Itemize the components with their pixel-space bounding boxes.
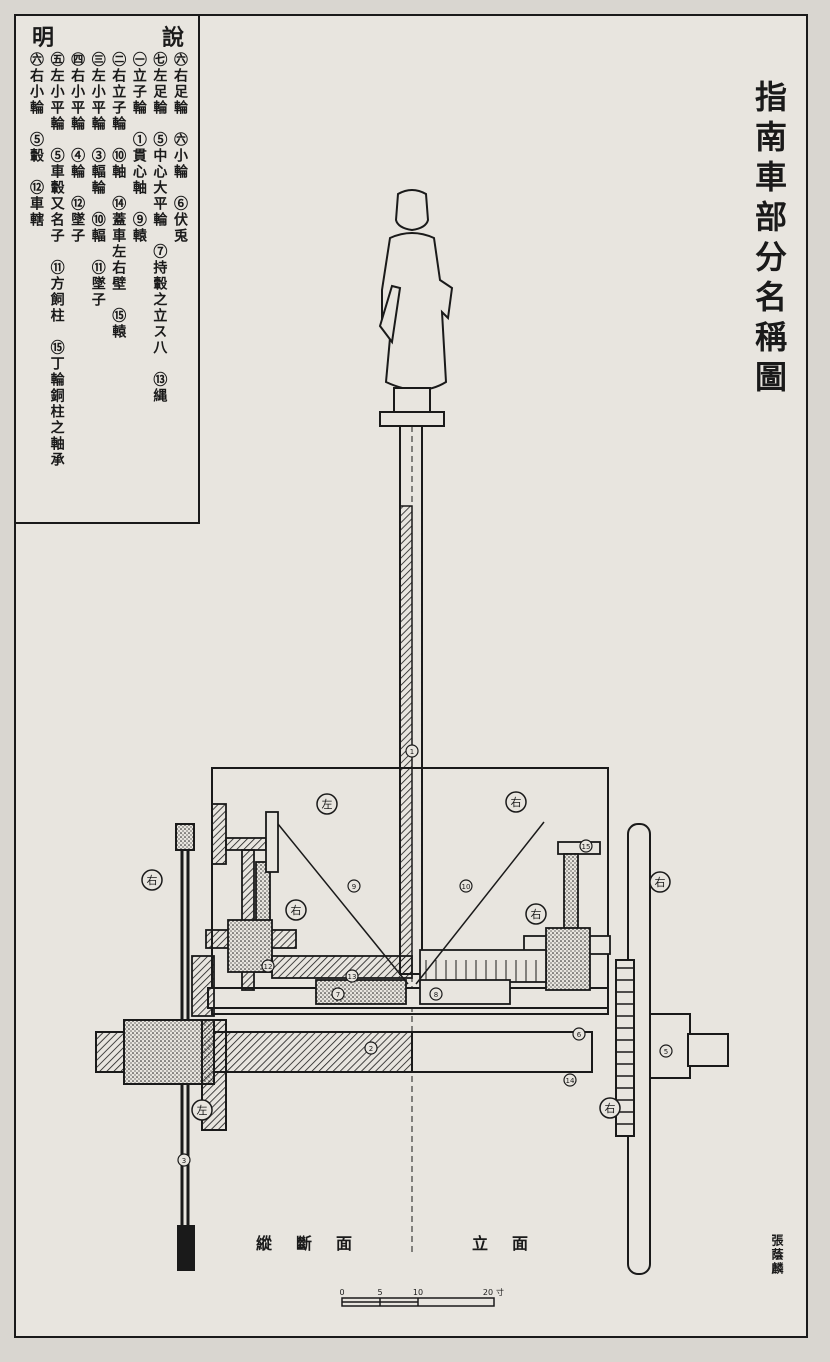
legend-column: ㊀立子輪 ①貫心軸 ⑨轅 [130,52,147,244]
mechanism-drawing: 左 右 右 右 右 右 左 右 1 2 3 [95,189,729,1307]
legend-columns: ㊅右足輪 ㊅小輪 ⑥伏兎 ㊆左足輪 ⑤中心大平輪 ⑦持轂之立ス八 ⑬縄 ㊀立子輪… [16,52,198,522]
svg-text:13: 13 [348,973,357,981]
svg-text:6: 6 [577,1031,582,1039]
legend-column: ㊄左小平輪 ⑤車轂又名子 ⑪方飼柱 ⑮丁輪銅柱之軸承 [48,52,65,468]
scale-labels: 0 5 10 20 寸 [339,1287,504,1297]
left-mechanism [191,803,413,1017]
svg-text:2: 2 [369,1045,373,1053]
svg-text:10: 10 [462,883,471,891]
svg-text:5: 5 [664,1048,668,1056]
marker-left-lever: 左 [322,798,333,811]
svg-text:15: 15 [582,843,591,851]
svg-text:10: 10 [413,1288,423,1297]
marker-left-foot: 左 [197,1104,208,1117]
section-label-left: 縱斷面 [256,1234,377,1253]
legend-header: 明 說 [16,16,198,52]
legend-column: ㊁右立子輪 ⑩軸 ⑭蓋車左右壁 ⑮轅 [110,52,127,340]
svg-text:1: 1 [410,748,414,756]
legend-box: 明 說 ㊅右足輪 ㊅小輪 ⑥伏兎 ㊆左足輪 ⑤中心大平輪 ⑦持轂之立ス八 ⑬縄 … [16,16,200,524]
svg-text:7: 7 [336,991,340,999]
legend-column: ㊅右足輪 ㊅小輪 ⑥伏兎 [171,52,188,244]
svg-text:寸: 寸 [496,1287,504,1297]
marker-right-lever: 右 [511,795,522,809]
svg-text:8: 8 [434,991,438,999]
number-markers [177,744,673,1167]
svg-text:12: 12 [264,963,273,971]
callout-markers [141,791,671,1121]
callout-labels: 左 右 右 右 右 右 左 右 [147,795,666,1117]
marker-left-wheel: 右 [147,873,158,887]
legend-column: ㊆左足輪 ⑤中心大平輪 ⑦持轂之立ス八 ⑬縄 [151,52,168,404]
diagram-title: 指南車部分名稱圖 [750,80,788,400]
svg-text:0: 0 [339,1288,344,1297]
svg-text:14: 14 [566,1077,575,1085]
diagram-sheet: 明 說 ㊅右足輪 ㊅小輪 ⑥伏兎 ㊆左足輪 ⑤中心大平輪 ⑦持轂之立ス八 ⑬縄 … [14,14,808,1338]
marker-small-left: 右 [291,903,302,917]
section-label-right: 立面 [472,1234,553,1253]
scale-bar [341,1297,495,1307]
legend-column: ㊂左小平輪 ③輻輪 ⑩輻 ⑪墜子 [89,52,106,308]
legend-header-right: 說 [161,25,184,51]
svg-text:9: 9 [352,883,356,891]
figure-statue [378,189,454,427]
legend-column: ㊅右小輪 ⑤轂 ⑫車轄 [28,52,44,228]
right-mechanism [415,821,611,1005]
legend-column: ㊃右小平輪 ④輪 ⑫墜子 [69,52,86,244]
svg-text:3: 3 [182,1157,186,1165]
central-shaft [399,425,423,1256]
legend-header-left: 明 [32,25,55,51]
marker-right-wheel: 右 [655,875,666,889]
number-labels: 1 2 3 5 6 7 8 9 10 12 13 14 15 [182,748,668,1165]
marker-right-foot: 右 [605,1101,616,1115]
right-wheel [615,823,651,1275]
main-axle [95,1013,729,1131]
svg-text:20: 20 [483,1288,493,1297]
svg-text:5: 5 [377,1288,382,1297]
marker-small-right: 右 [531,907,542,921]
credit: 張蔭麟 [770,1234,784,1276]
